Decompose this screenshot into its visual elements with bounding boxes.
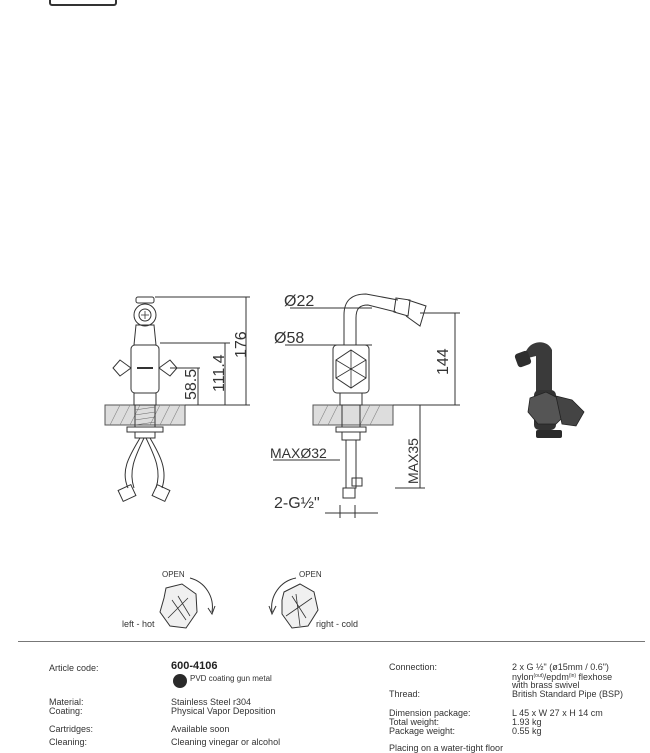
left-hot-label: left - hot: [122, 619, 155, 629]
cartridges-value: Available soon: [171, 724, 230, 734]
dim-diameter-58: Ø58: [274, 330, 304, 347]
right-handle-icon: [268, 577, 319, 629]
cleaning-label: Cleaning:: [49, 737, 88, 747]
connection-value-line2: nylon(out)/epdm(in) flexhose: [512, 672, 612, 682]
package-weight-value: 0.55 kg: [512, 726, 542, 736]
thread-label: Thread:: [389, 689, 421, 699]
dimension-package-value: L 45 x W 27 x H 14 cm: [512, 708, 603, 718]
connection-hose-in: /epdm: [543, 672, 569, 682]
connection-value-line1: 2 x G ½" (ø15mm / 0.6"): [512, 662, 609, 672]
coating-label: Coating:: [49, 706, 83, 716]
left-handle-icon: [159, 577, 216, 629]
connection-hose-out: nylon: [512, 672, 534, 682]
dimension-package-label: Dimension package:: [389, 708, 471, 718]
front-view: [104, 296, 250, 503]
article-code-label: Article code:: [49, 663, 99, 673]
total-weight-value: 1.93 kg: [512, 717, 542, 727]
placing-note: Placing on a water-tight floor: [389, 743, 504, 753]
connection-in-sup: (in): [568, 673, 577, 679]
dim-thread: 2-G½": [274, 495, 320, 512]
total-weight-label: Total weight:: [389, 717, 440, 727]
finish-name: PVD coating gun metal: [190, 674, 272, 683]
cartridges-label: Cartridges:: [49, 724, 94, 734]
dim-height-58-5: 58.5: [183, 369, 200, 400]
dim-diameter-22: Ø22: [284, 293, 314, 310]
dim-height-176: 176: [233, 331, 250, 358]
technical-drawing: Ø22 Ø58 176 111.4 58.5 144 MAXØ32 MAX35 …: [104, 293, 585, 629]
section-divider: [18, 641, 645, 642]
dim-height-111-4: 111.4: [211, 354, 228, 392]
thread-value: British Standard Pipe (BSP): [512, 689, 624, 699]
product-photo: [514, 342, 585, 438]
material-label: Material:: [49, 697, 84, 707]
finish-color-swatch: [173, 674, 187, 688]
open-label-left: OPEN: [162, 570, 185, 579]
connection-out-sup: (out): [533, 673, 544, 679]
package-weight-label: Package weight:: [389, 726, 456, 736]
side-view: [273, 293, 460, 518]
connection-label: Connection:: [389, 662, 438, 672]
dim-max-diameter-32: MAXØ32: [270, 445, 327, 461]
dim-max-35: MAX35: [405, 438, 421, 484]
dim-height-144: 144: [435, 348, 452, 375]
open-label-right: OPEN: [299, 570, 322, 579]
brand-logo-frame: [49, 0, 117, 6]
right-cold-label: right - cold: [316, 619, 358, 629]
cleaning-value: Cleaning vinegar or alcohol: [171, 737, 281, 747]
material-value: Stainless Steel r304: [171, 697, 252, 707]
article-code: 600-4106: [171, 660, 218, 672]
coating-value: Physical Vapor Deposition: [171, 706, 276, 716]
connection-flexhose: flexhose: [576, 672, 613, 682]
connection-value-line3: with brass swivel: [512, 680, 580, 690]
